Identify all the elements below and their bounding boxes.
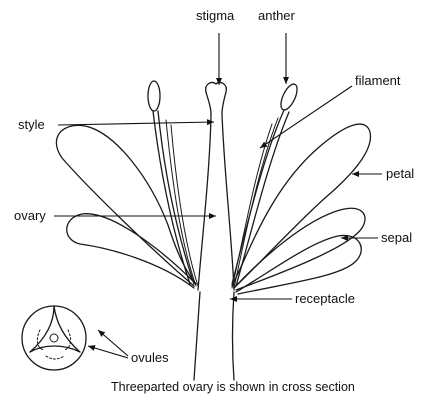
label-ovary: ovary [14,208,46,223]
left-stamen [148,81,194,284]
receptacle-stalk [194,292,234,380]
diagram-caption: Threeparted ovary is shown in cross sect… [111,380,355,395]
leader-lines [54,33,382,358]
label-petal: petal [386,166,414,181]
ovary-cross-section [22,306,86,370]
label-sepal: sepal [381,230,412,245]
label-receptacle: receptacle [295,291,355,306]
label-ovules: ovules [131,350,169,365]
pistil [198,82,234,290]
label-stigma: stigma [196,8,234,23]
label-style: style [18,117,45,132]
label-filament: filament [355,73,401,88]
left-petal [56,125,196,286]
label-anther: anther [258,8,295,23]
